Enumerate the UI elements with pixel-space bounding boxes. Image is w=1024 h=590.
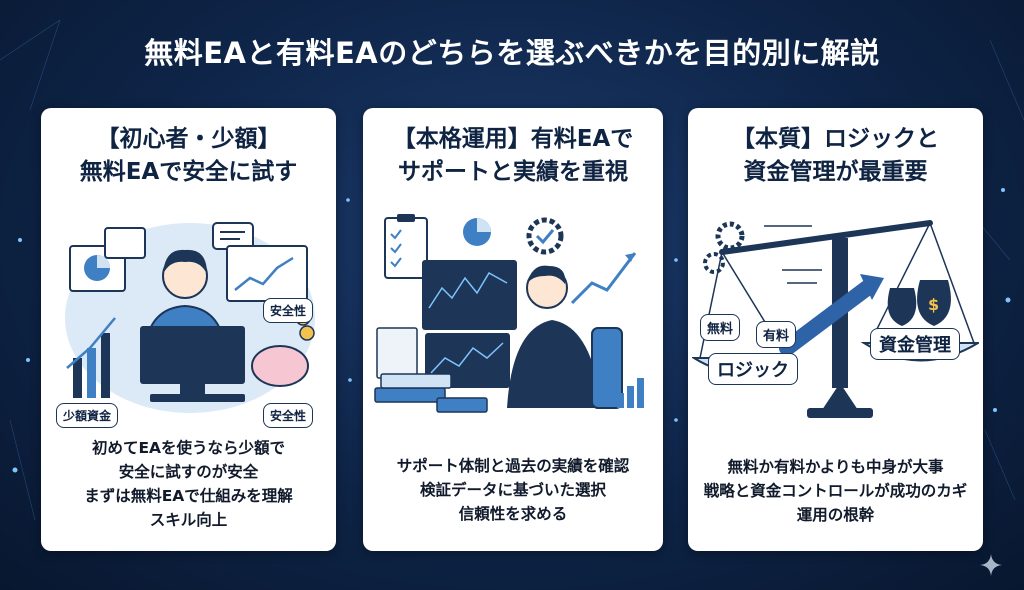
sparkle-icon [980, 554, 1002, 576]
safety-badge-top: 安全性 [263, 298, 314, 323]
card-full-operation: 【本格運用】有料EAで サポートと実績を重視 [363, 108, 663, 551]
logic-badge: ロジック [708, 353, 798, 385]
card-points: 無料か有料かよりも中身が大事 戦略と資金コントロールが成功のカギ 運用の根幹 [703, 458, 968, 524]
card-points: 初めてEAを使うなら少額で 安全に試すのが安全 まずは無料EAで仕組みを理解 ス… [84, 439, 293, 529]
free-badge: 無料 [700, 314, 741, 341]
card-title: 【初心者・少額】 無料EAで安全に試す [79, 126, 298, 185]
svg-text:$: $ [928, 295, 939, 314]
page-title: 無料EAと有料EAのどちらを選ぶべきかを目的別に解説 [144, 36, 880, 70]
card-title: 【本格運用】有料EAで サポートと実績を重視 [392, 126, 634, 185]
money-management-badge: 資金管理 [870, 328, 960, 360]
card-essence: 【本質】ロジックと 資金管理が最重要 $ 無料 有料 ロジック 資金管理 無 [688, 108, 983, 551]
safety-badge-bottom: 安全性 [263, 403, 314, 428]
beginner-illustration [65, 222, 315, 413]
paid-badge: 有料 [756, 321, 797, 348]
card-beginner: 【初心者・少額】 無料EAで安全に試す 安全性 少額資金 安全性 [41, 108, 336, 551]
card-points: サポート体制と過去の実績を確認 検証データに基づいた選択 信頼性を求める [396, 457, 630, 523]
card-title: 【本質】ロジックと 資金管理が最重要 [732, 126, 939, 185]
trader-illustration [374, 214, 644, 413]
small-funds-badge: 少額資金 [56, 403, 119, 428]
